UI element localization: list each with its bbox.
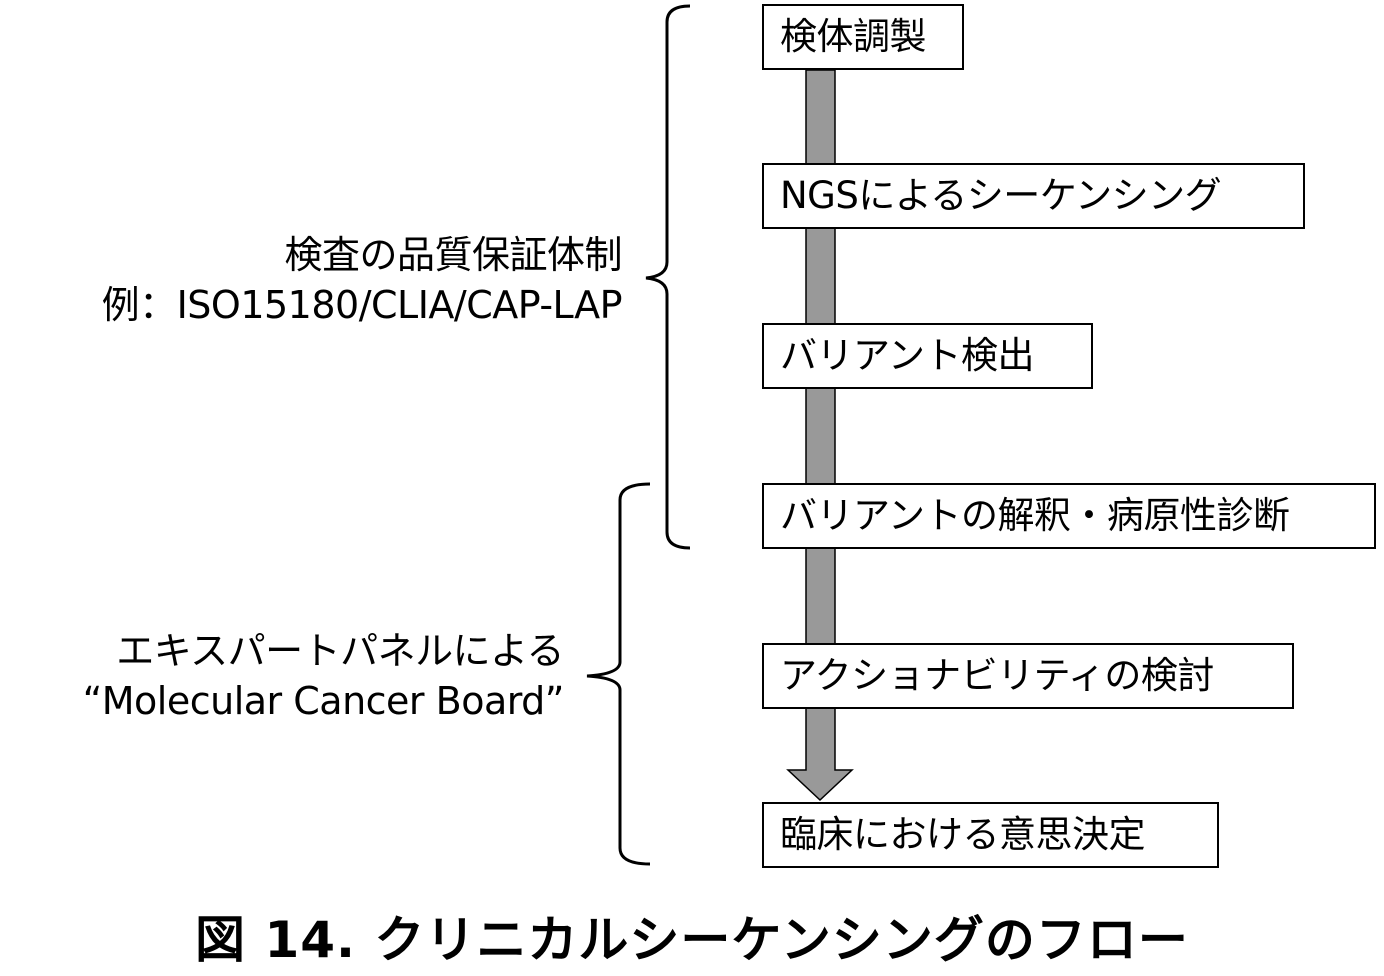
step-variant-detection: バリアント検出 <box>762 323 1093 389</box>
step-clinical-decision: 臨床における意思決定 <box>762 802 1219 868</box>
step-ngs-sequencing: NGSによるシーケンシング <box>762 163 1305 229</box>
group-label-expert-panel: エキスパートパネルによる “Molecular Cancer Board” <box>82 626 565 726</box>
step-variant-interpretation: バリアントの解釈・病原性診断 <box>762 483 1376 549</box>
group-label-line2: “Molecular Cancer Board” <box>82 679 565 723</box>
figure-caption: 図 14. クリニカルシーケンシングのフロー <box>195 911 1189 969</box>
step-sample-preparation: 検体調製 <box>762 4 964 70</box>
brace-quality-assurance <box>645 4 691 550</box>
step-actionability-review: アクショナビリティの検討 <box>762 643 1294 709</box>
group-label-quality-assurance: 検査の品質保証体制 例：ISO15180/CLIA/CAP-LAP <box>101 230 623 330</box>
brace-expert-panel <box>586 482 651 866</box>
group-label-line1: 検査の品質保証体制 <box>284 233 622 277</box>
group-label-line1: エキスパートパネルによる <box>116 629 564 673</box>
group-label-line2: 例：ISO15180/CLIA/CAP-LAP <box>101 283 623 327</box>
